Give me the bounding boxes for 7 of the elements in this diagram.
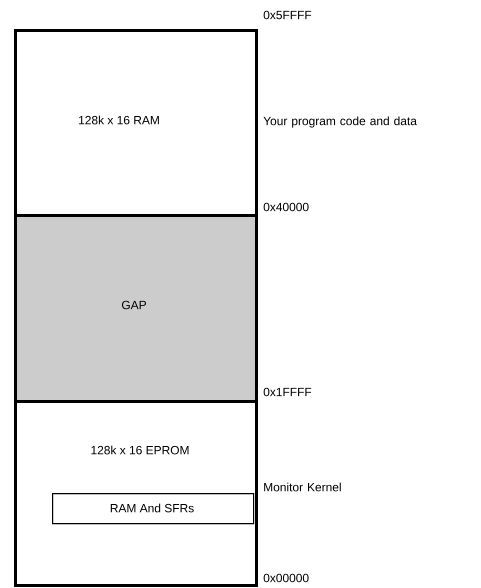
memory-region: GAP xyxy=(14,214,258,403)
side-label: Monitor Kernel xyxy=(264,482,341,492)
side-label: 0x5FFFF xyxy=(264,10,312,20)
memory-subregion: RAM And SFRs xyxy=(52,493,254,524)
side-label: 0x40000 xyxy=(264,202,309,212)
memory-region: 128k x 16 RAM xyxy=(14,29,258,217)
side-label: 0x00000 xyxy=(264,574,309,582)
